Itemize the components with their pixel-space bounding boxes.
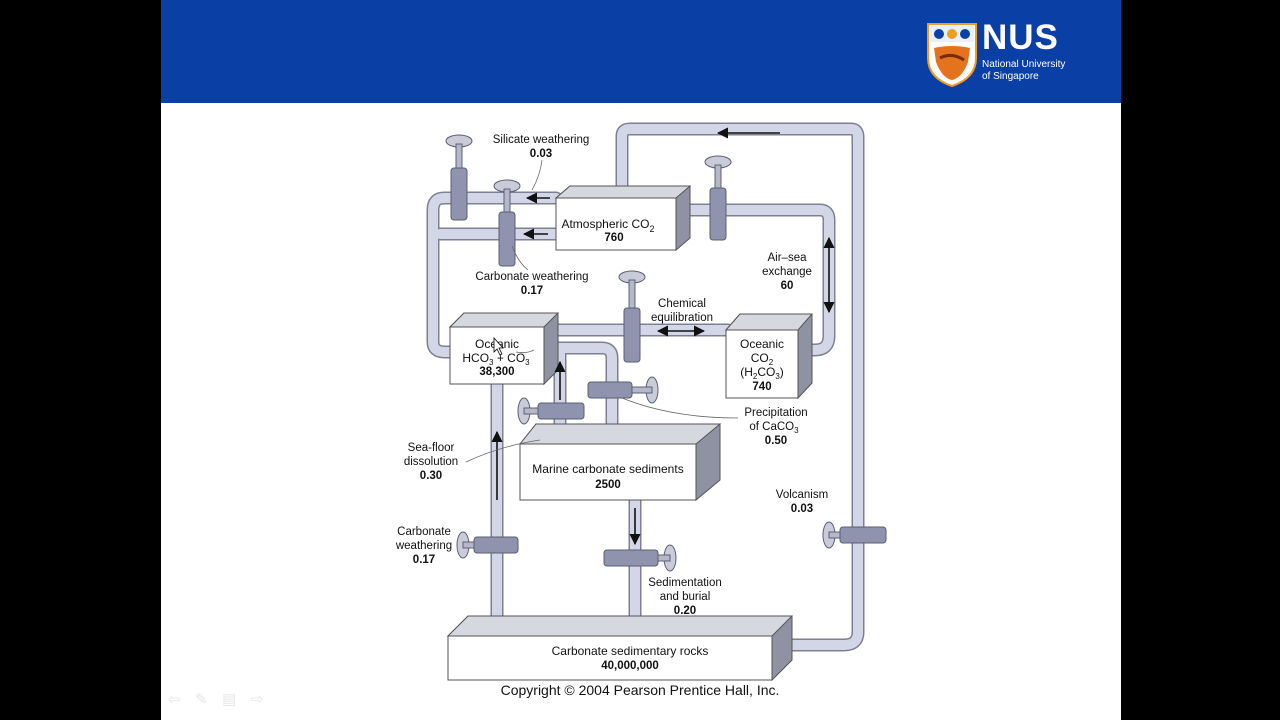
silicate-valve-icon — [445, 134, 473, 221]
carb-left-label-2: weathering — [395, 540, 452, 552]
logo-subtitle-line1: National University — [982, 59, 1066, 70]
silicate-label: Silicate weathering — [493, 134, 590, 146]
carbonate-weathering-valve-icon — [493, 179, 521, 267]
marine-value: 2500 — [595, 479, 621, 491]
flow-arrows — [491, 127, 835, 546]
svg-text:(H2CO3): (H2CO3) — [740, 365, 784, 381]
pen-icon[interactable]: ✎ — [195, 691, 208, 708]
menu-icon[interactable]: ▤ — [222, 691, 237, 708]
seafloor-value: 0.30 — [420, 470, 442, 482]
atm-value: 760 — [604, 232, 623, 244]
oceanic-hco3-value: 38,300 — [479, 366, 514, 378]
oceanic-co2-box — [724, 313, 814, 400]
oceanic-co2-value: 740 — [752, 381, 771, 393]
marine-sediments-box — [518, 423, 722, 502]
oceanic-co2-formula: CO — [751, 351, 769, 365]
oceanic-co2-name: Oceanic — [740, 337, 784, 351]
nus-logo: NUS National University of Singapore — [926, 18, 1076, 88]
oceanic-hco3-box — [448, 312, 560, 386]
svg-text:of CaCO3: of CaCO3 — [749, 421, 799, 435]
sedimentation-label-1: Sedimentation — [648, 577, 722, 589]
atm-sub: 2 — [650, 224, 655, 234]
carb-left-value: 0.17 — [413, 554, 435, 566]
chemical-label-2: equilibration — [651, 312, 713, 324]
carb-top-label: Carbonate weathering — [475, 271, 588, 283]
valves — [445, 134, 887, 572]
sedimentation-value: 0.20 — [674, 605, 696, 617]
slide-nav-controls: ⇦ ✎ ▤ ⇨ — [168, 690, 273, 709]
svg-text:Atmospheric CO2: Atmospheric CO2 — [561, 217, 654, 234]
air-sea-label-2: exchange — [762, 266, 812, 278]
precip-label-2: of CaCO — [749, 421, 794, 433]
carbonate-rocks-box — [446, 615, 794, 682]
cursor-icon — [493, 336, 504, 356]
silicate-value: 0.03 — [530, 148, 552, 160]
volcanism-value: 0.03 — [791, 503, 813, 515]
carb-top-value: 0.17 — [521, 285, 543, 297]
chemical-label-1: Chemical — [658, 298, 706, 310]
air-sea-value: 60 — [781, 280, 794, 292]
rocks-name: Carbonate sedimentary rocks — [552, 644, 709, 658]
rocks-value: 40,000,000 — [601, 660, 659, 672]
oceanic-co2-formula2: (H — [740, 365, 753, 379]
volcanism-valve-icon — [822, 521, 887, 549]
copyright: Copyright © 2004 Pearson Prentice Hall, … — [501, 682, 780, 698]
precip-value: 0.50 — [765, 435, 787, 447]
sedimentation-valve-icon — [603, 544, 677, 572]
sedimentation-label-2: and burial — [660, 591, 711, 603]
seafloor-label-1: Sea-floor — [408, 442, 455, 454]
chemical-equilibration-valve-icon — [618, 270, 646, 363]
svg-text:CO2: CO2 — [751, 351, 774, 367]
logo-subtitle-line2: of Singapore — [982, 71, 1039, 82]
carbonate-weathering-left-valve-icon — [456, 531, 519, 559]
forward-arrow-icon[interactable]: ⇨ — [250, 691, 264, 708]
leader-lines — [465, 159, 739, 463]
nus-crest-icon — [927, 23, 977, 88]
volcanism-label: Volcanism — [776, 489, 828, 501]
logo-title: NUS — [982, 18, 1059, 57]
carb-left-label-1: Carbonate — [397, 526, 451, 538]
marine-name: Marine carbonate sediments — [532, 462, 683, 476]
back-arrow-icon[interactable]: ⇦ — [168, 691, 181, 708]
atmospheric-co2-box — [554, 185, 692, 252]
sea-floor-dissolution-valve-icon — [517, 397, 585, 425]
seafloor-label-2: dissolution — [404, 456, 458, 468]
precip-label-1: Precipitation — [744, 407, 807, 419]
air-sea-valve-icon — [704, 155, 732, 241]
atm-name: Atmospheric CO — [561, 217, 649, 231]
air-sea-label-1: Air–sea — [768, 252, 808, 264]
oceanic-hco3-formula: HCO3 + CO3 — [462, 351, 530, 367]
precipitation-valve-icon — [587, 376, 659, 404]
